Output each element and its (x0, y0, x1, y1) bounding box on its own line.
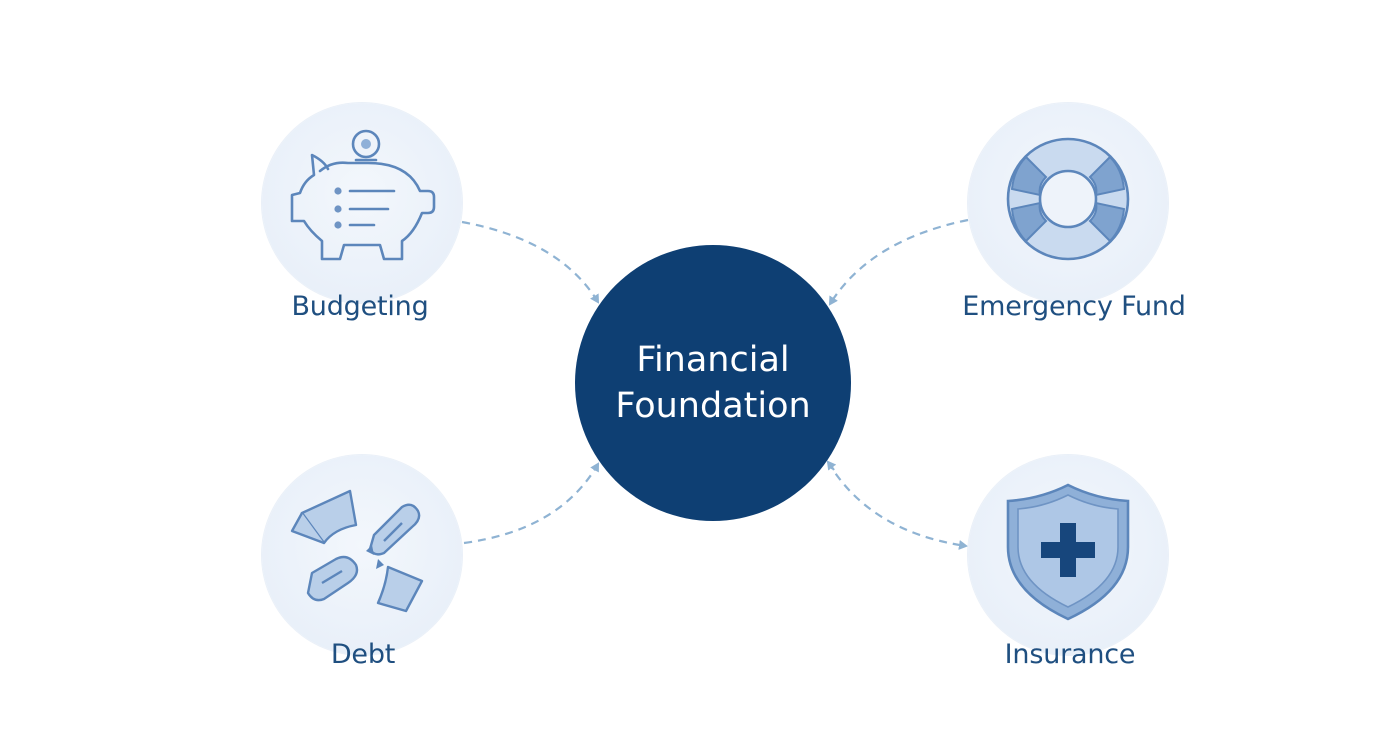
center-title-line2: Foundation (615, 386, 811, 426)
node-budgeting (262, 103, 462, 303)
shield-plus-icon (1006, 483, 1130, 621)
connector-insurance (827, 461, 968, 550)
piggy-bank-icon (290, 129, 436, 261)
life-ring-icon (1006, 137, 1130, 261)
center-node-financial-foundation: Financial Foundation (575, 245, 851, 521)
node-insurance (968, 455, 1168, 655)
node-emergency-fund (968, 103, 1168, 303)
connector-budgeting (461, 220, 600, 304)
node-label-debt: Debt (330, 639, 396, 670)
node-label-budgeting: Budgeting (291, 291, 429, 322)
node-label-insurance: Insurance (1004, 639, 1136, 670)
center-title-line1: Financial (636, 340, 790, 380)
node-label-emergency-fund: Emergency Fund (962, 291, 1186, 322)
node-debt (262, 455, 462, 655)
connector-debt (463, 462, 599, 545)
broken-chain-icon (290, 489, 424, 613)
connector-insurance-head (826, 460, 837, 471)
